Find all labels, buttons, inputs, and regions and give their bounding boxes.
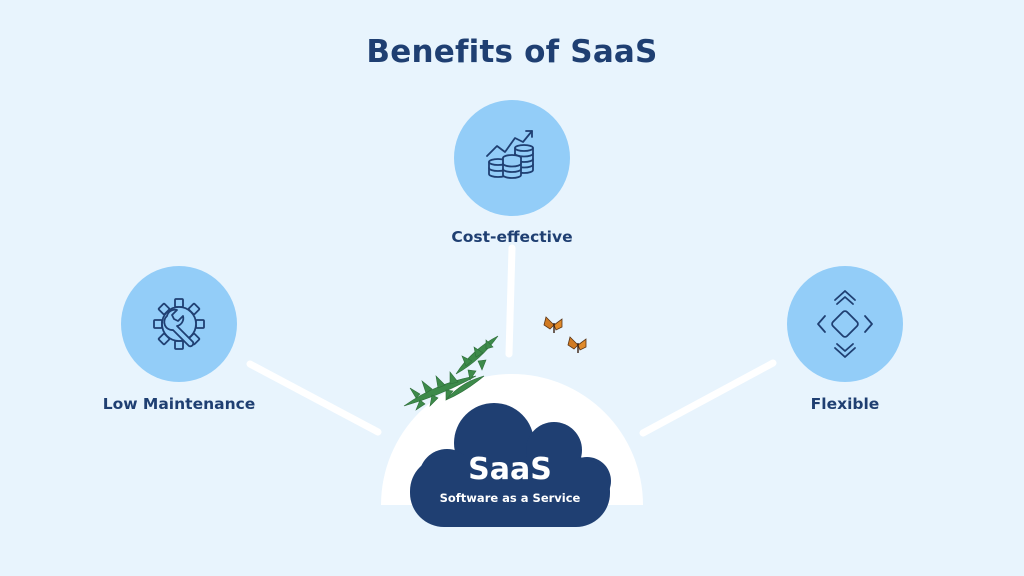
diagram-title: Benefits of SaaS <box>366 34 658 70</box>
node-cost-effective <box>454 100 570 216</box>
saas-cloud <box>410 403 611 527</box>
center-title: SaaS <box>468 452 552 487</box>
coins-chart-icon <box>486 130 534 179</box>
connector-line-flexible <box>639 359 777 437</box>
node-flexible <box>787 266 903 382</box>
center-subtitle: Software as a Service <box>439 491 581 505</box>
palm-leaf-icon <box>403 335 499 411</box>
connector-line-maintenance <box>246 360 382 436</box>
expand-diamond-icon <box>817 290 873 358</box>
butterflies-icon <box>543 316 587 353</box>
node-low-maintenance <box>121 266 237 382</box>
label-flexible: Flexible <box>810 395 880 413</box>
label-cost-effective: Cost-effective <box>451 228 573 246</box>
label-low-maintenance: Low Maintenance <box>102 395 256 413</box>
connector-line-cost <box>505 244 516 358</box>
gear-wrench-icon <box>153 298 205 350</box>
